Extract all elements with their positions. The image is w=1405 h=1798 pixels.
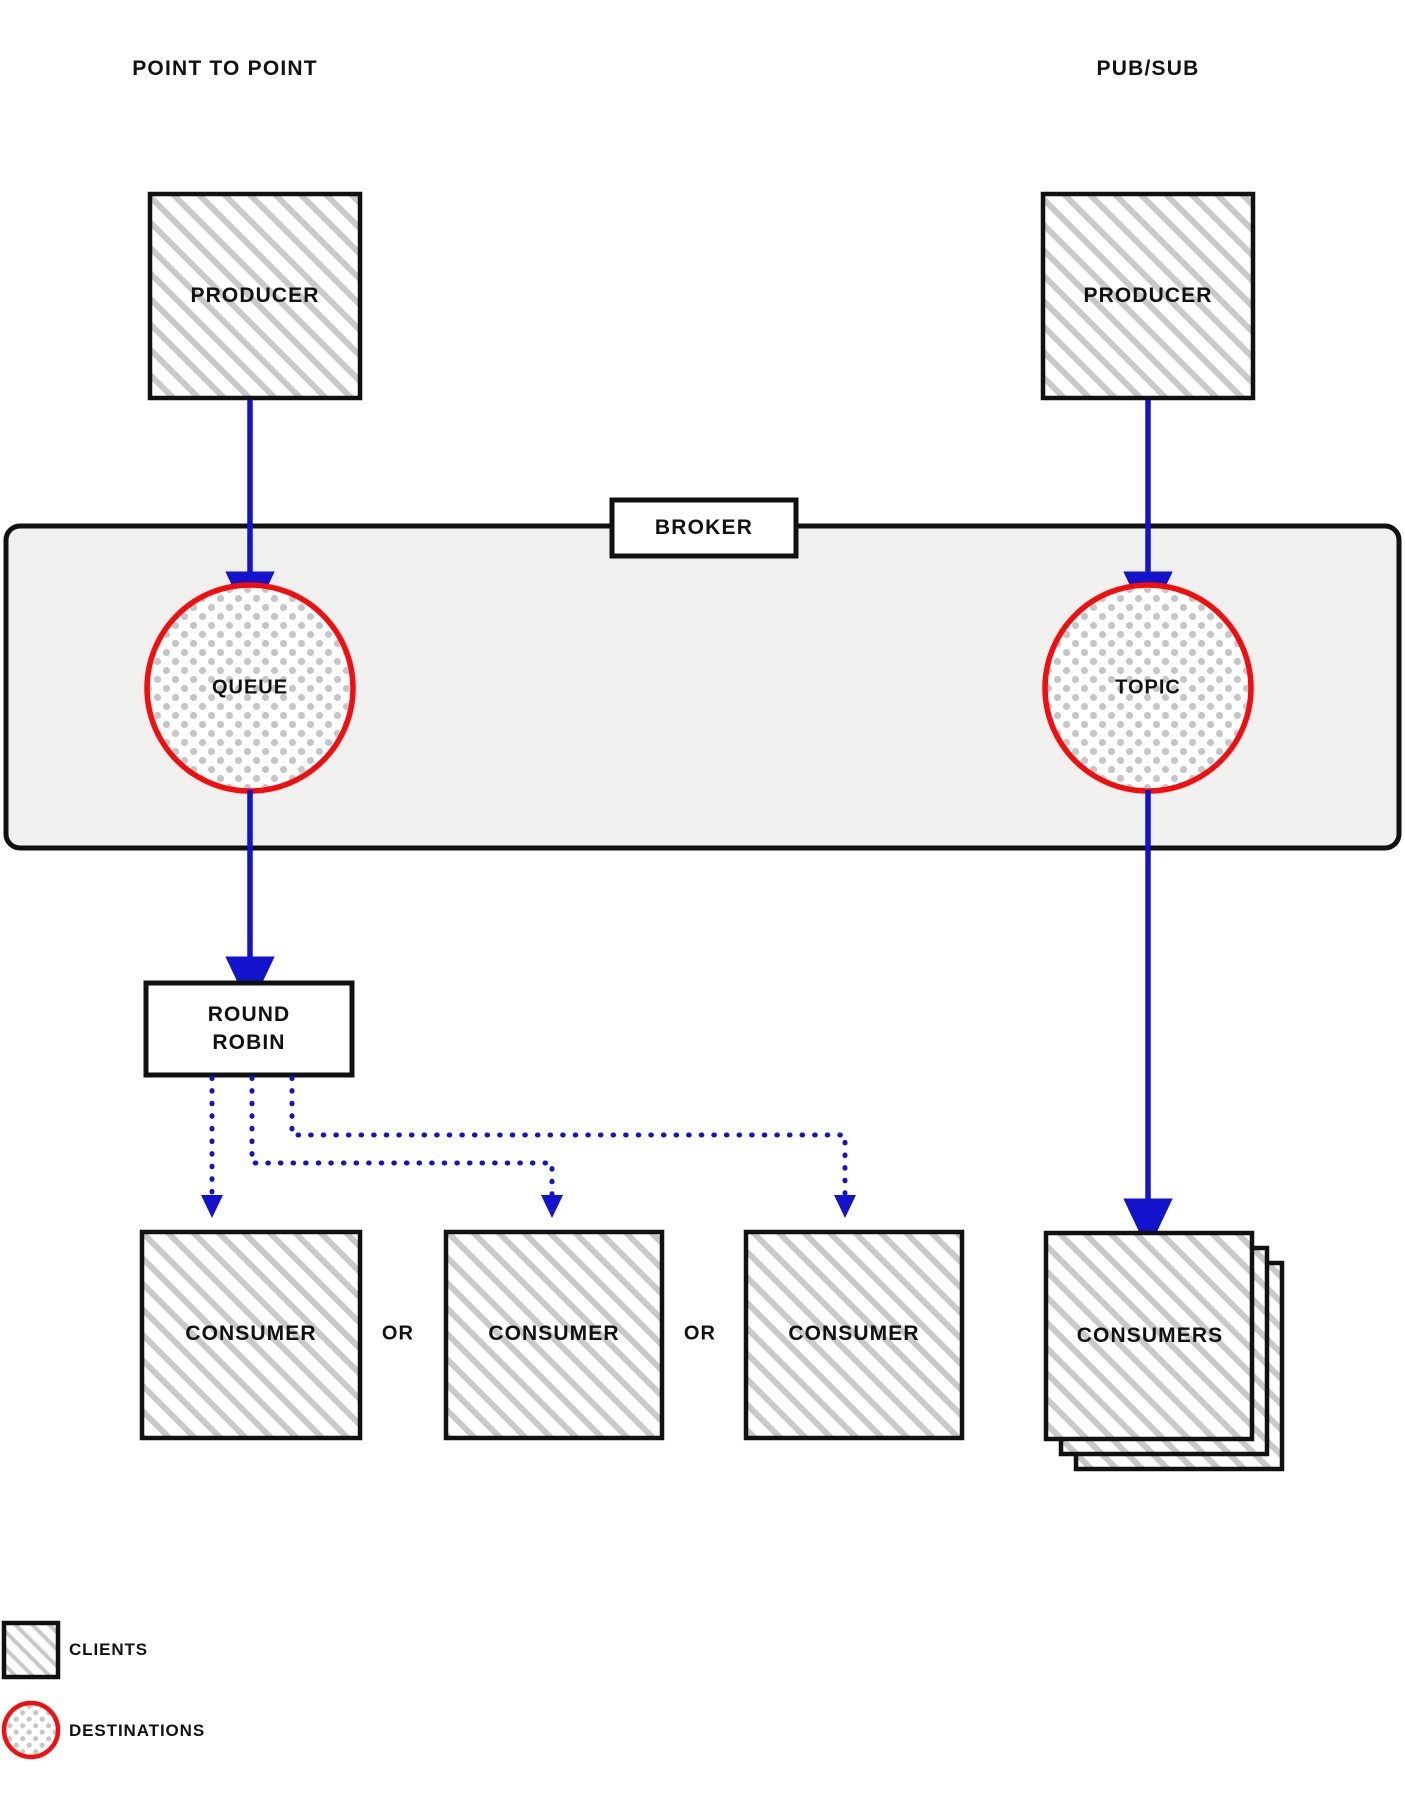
dotted-path-consumer-3 [289,1075,857,1218]
or-separator-1: OR [381,1322,415,1345]
consumer-box-1 [139,1229,363,1441]
round-robin-line-1: ROUND [207,1003,291,1026]
broker-label: BROKER [654,516,754,539]
producer-box-pubsub [1040,191,1256,401]
legend-label-clients: CLIENTS [69,1640,149,1659]
producer-box-p2p [147,191,363,401]
legend-destinations-swatch [1,1700,61,1760]
round-robin-line-2: ROBIN [212,1031,286,1054]
column-title-pub-sub: PUB/SUB [1096,57,1200,80]
producer-label-p2p: PRODUCER [190,284,320,307]
queue-label: QUEUE [211,676,289,699]
round-robin-box [143,980,355,1078]
legend-clients-swatch [1,1620,61,1680]
consumer-box-3 [743,1229,965,1441]
legend-label-destinations: DESTINATIONS [69,1721,206,1740]
consumer-label-1: CONSUMER [185,1322,317,1345]
consumers-stack-front [1043,1230,1255,1442]
broker-title-box [609,497,799,559]
round-robin-label: ROUND ROBIN [208,1001,291,1057]
consumer-label-2: CONSUMER [488,1322,620,1345]
topic-label: TOPIC [1115,676,1181,699]
consumer-label-3: CONSUMER [788,1322,920,1345]
or-separator-2: OR [683,1322,717,1345]
column-title-point-to-point: POINT TO POINT [132,57,318,80]
consumer-box-2 [443,1229,665,1441]
producer-label-pubsub: PRODUCER [1083,284,1213,307]
consumers-label: CONSUMERS [1076,1324,1224,1347]
dotted-path-consumer-2 [249,1075,564,1218]
